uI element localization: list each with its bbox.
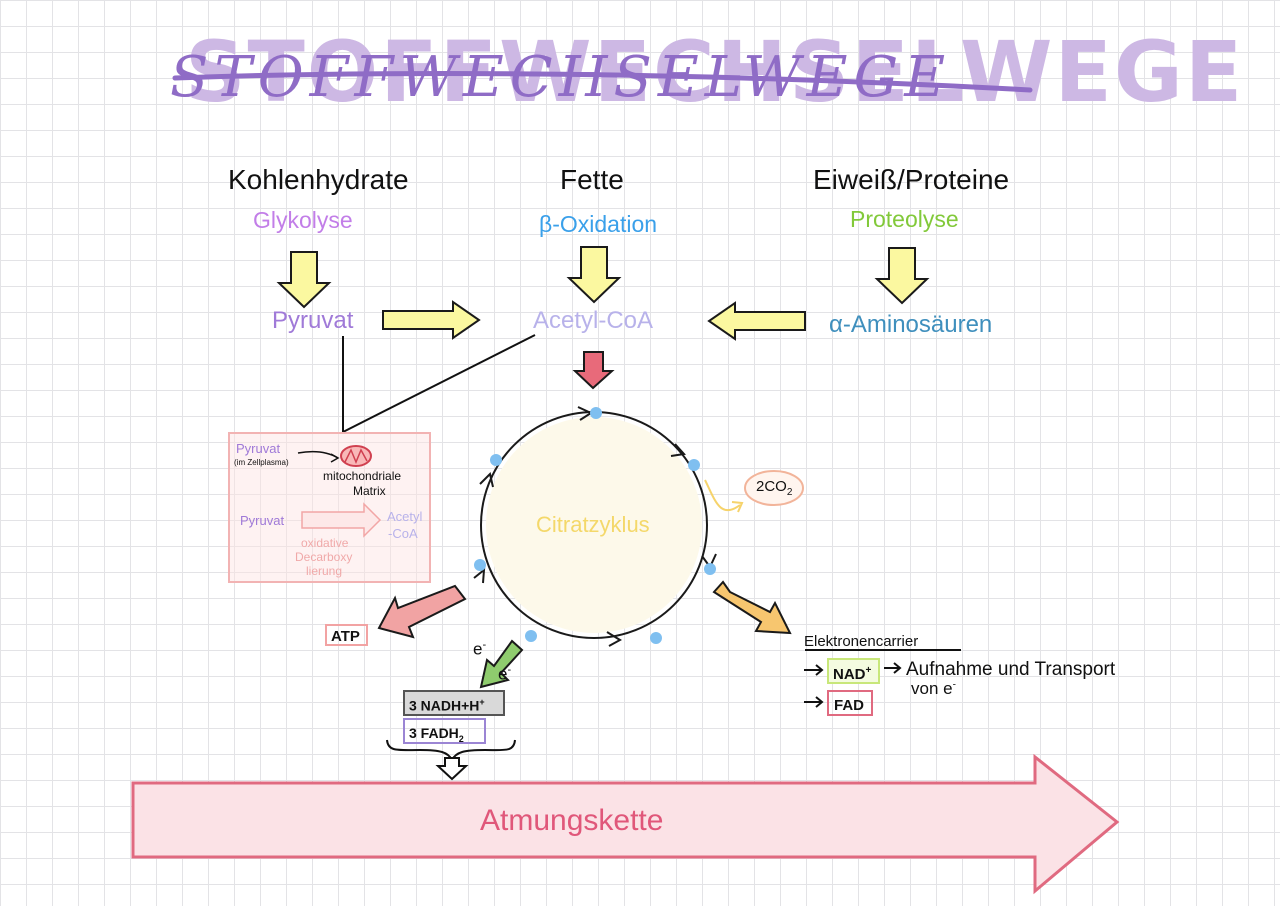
nad-desc-1: Aufnahme und Transport <box>906 659 1116 680</box>
arrow-pyruvat-to-acetyl <box>382 300 481 340</box>
process-proteolyse: Proteolyse <box>850 206 959 232</box>
co2-label: 2CO2 <box>756 479 792 498</box>
inset-graphics <box>297 445 382 538</box>
electron-sup-1: - <box>482 639 487 651</box>
pyruvat-inset-box: Pyruvat (im Zellplasma) mitochondriale M… <box>228 432 431 583</box>
label-aminosaeuren: α-Aminosäuren <box>829 311 993 338</box>
arrow-cycle-to-atp <box>377 584 467 639</box>
electron-label-2: e- <box>498 665 511 683</box>
label-acetyl-coa: Acetyl-CoA <box>533 307 654 334</box>
heading-kohlenhydrate: Kohlenhydrate <box>228 164 409 195</box>
inset-acetyl-2: -CoA <box>388 526 418 541</box>
fadh-box: 3 FADH2 <box>403 718 486 744</box>
nad-desc-2-text: von e <box>911 679 953 698</box>
inset-decarb-2: Decarboxy <box>295 550 353 564</box>
nad-sup: + <box>865 665 872 676</box>
atp-box: ATP <box>325 624 368 646</box>
nad-text: NAD <box>833 666 866 683</box>
heading-fette: Fette <box>560 164 624 195</box>
nadh-box: 3 NADH+H+ <box>403 690 505 716</box>
process-beta-oxidation: β-Oxidation <box>539 211 658 237</box>
electron-label-1: e- <box>473 640 486 658</box>
electron-sup-2: - <box>507 664 512 676</box>
arrow-proteolyse-down <box>874 247 930 305</box>
arrow-amino-to-acetyl <box>707 301 806 341</box>
label-pyruvat: Pyruvat <box>272 307 354 334</box>
inset-pyruvat-2: Pyruvat <box>240 513 285 528</box>
fad-box: FAD <box>827 690 873 716</box>
co2-text: 2CO <box>756 478 787 495</box>
fadh-text: 3 FADH <box>409 725 459 741</box>
arrow-oxidation-down <box>566 246 622 304</box>
electron-text-1: e <box>473 639 483 659</box>
heading-eiweiss: Eiweiß/Proteine <box>813 164 1010 195</box>
inset-decarb-1: oxidative <box>301 536 349 550</box>
inset-decarb-3: lierung <box>306 564 343 578</box>
arrow-cycle-to-carriers <box>712 580 792 635</box>
arrow-acetyl-into-cycle <box>572 351 615 390</box>
process-glykolyse: Glykolyse <box>253 207 353 233</box>
cycle-label: Citratzyklus <box>536 512 650 537</box>
inset-acetyl-1: Acetyl <box>387 509 423 524</box>
arrow-cycle-to-nadh <box>479 639 524 689</box>
page-title: STOFFWECHSELWEGE <box>170 45 952 110</box>
inset-matrix-label-1: mitochondriale <box>323 469 402 483</box>
inset-pyruvat-1: Pyruvat <box>236 441 281 456</box>
mitochondria-icon <box>340 445 372 467</box>
atmungskette-label: Atmungskette <box>480 804 664 837</box>
arrow-glykolyse-down <box>276 251 332 309</box>
nad-box: NAD+ <box>827 658 880 684</box>
nad-desc-2: von e- <box>911 680 956 697</box>
nadh-text: 3 NADH+H <box>409 697 480 714</box>
nadh-sup: + <box>479 697 485 707</box>
co2-sub: 2 <box>786 487 793 498</box>
atmungskette-arrow <box>131 753 1120 895</box>
fadh-sub: 2 <box>458 733 464 744</box>
carrier-heading: Elektronencarrier <box>804 633 919 650</box>
nad-desc-sup: - <box>952 679 956 691</box>
electron-text-2: e <box>498 664 508 684</box>
inset-cytoplasm-note: (im Zellplasma) <box>234 458 289 467</box>
inset-matrix-label-2: Matrix <box>353 484 386 498</box>
